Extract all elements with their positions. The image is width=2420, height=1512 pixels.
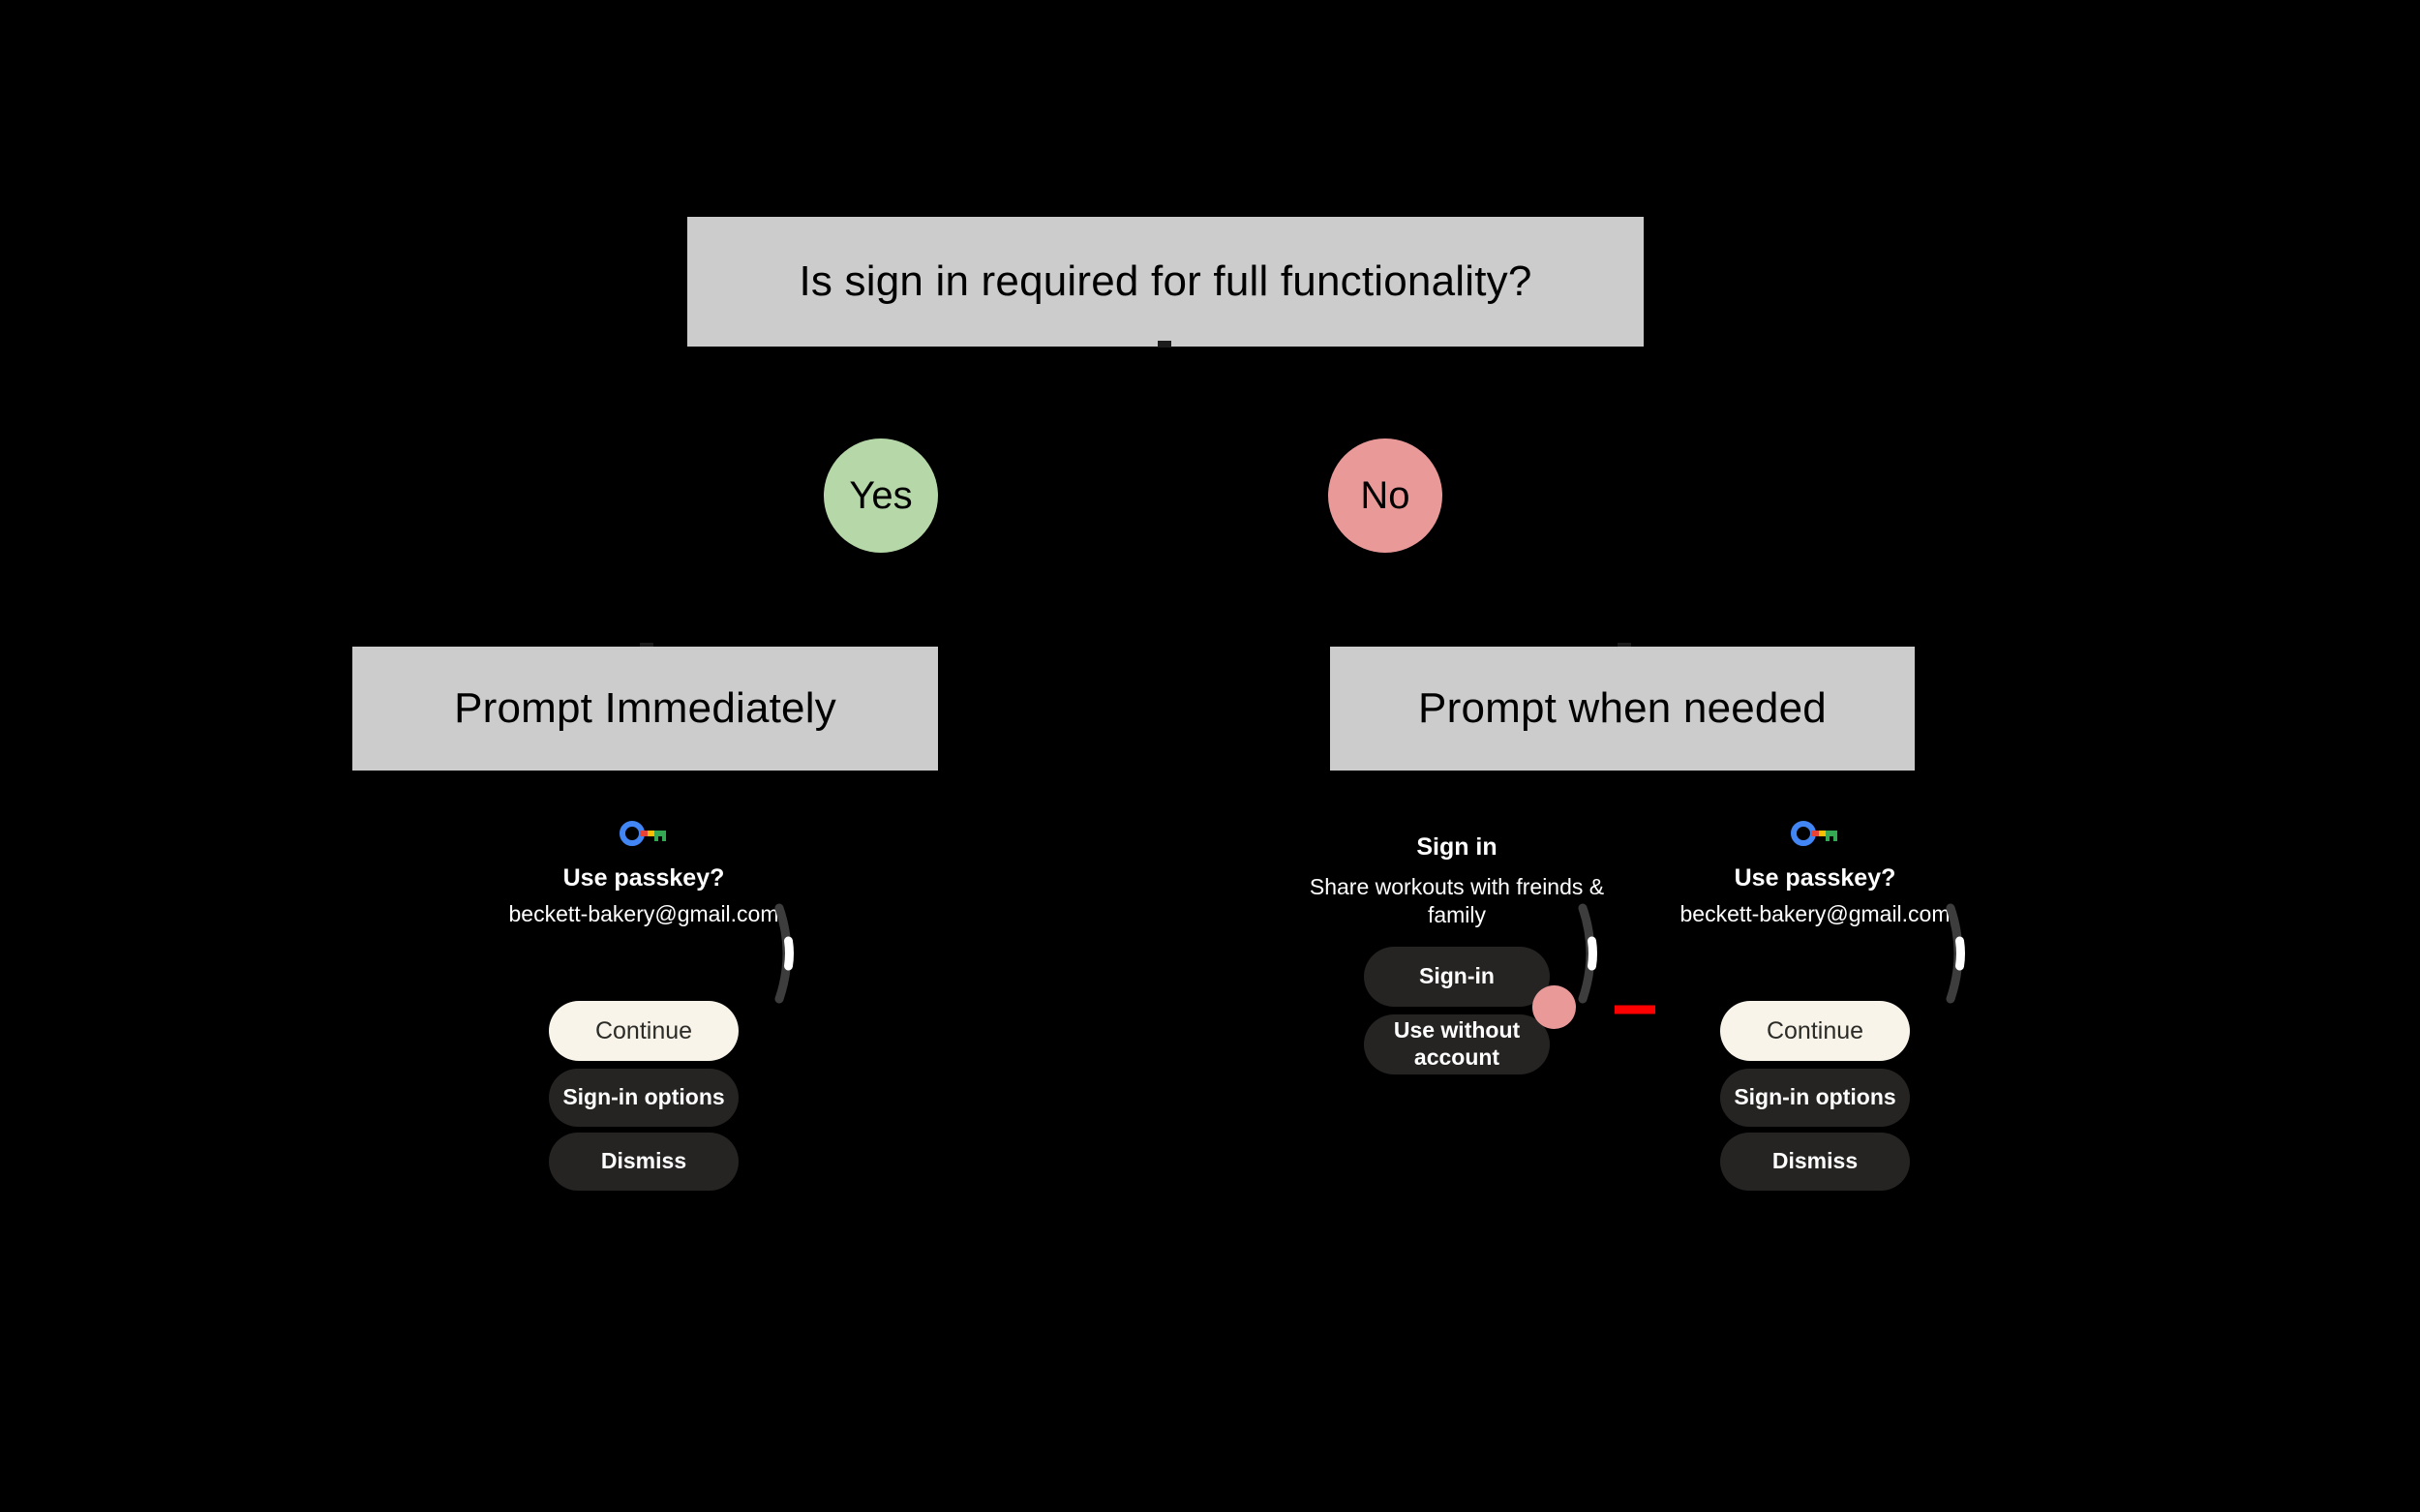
- connector-stub-left: [640, 643, 653, 650]
- outcome-box-prompt-when-needed: Prompt when needed: [1330, 647, 1915, 771]
- sign-in-options-button[interactable]: Sign-in options: [549, 1069, 739, 1127]
- screen-title: Use passkey?: [1734, 864, 1896, 892]
- branch-label-no: No: [1328, 438, 1442, 553]
- google-passkey-icon: [1791, 821, 1839, 846]
- screen-title: Sign in: [1416, 833, 1497, 861]
- screen-passkey-prompt-left: Use passkey? beckett-bakery@gmail.com Co…: [484, 811, 803, 1295]
- scroll-indicator-icon[interactable]: [770, 900, 808, 1007]
- screen-subtitle: Share workouts with freinds & family: [1309, 874, 1605, 927]
- scroll-indicator-icon[interactable]: [1573, 900, 1612, 1007]
- connector-stub-question: [1158, 341, 1171, 348]
- sign-in-button[interactable]: Sign-in: [1364, 947, 1550, 1007]
- continue-button[interactable]: Continue: [549, 1001, 739, 1061]
- google-passkey-icon: [620, 821, 668, 846]
- use-without-account-button[interactable]: Use without account: [1364, 1014, 1550, 1074]
- scroll-indicator-icon[interactable]: [1941, 900, 1980, 1007]
- decision-box-question: Is sign in required for full functionali…: [687, 217, 1644, 347]
- outcome-box-prompt-immediately: Prompt Immediately: [352, 647, 938, 771]
- screen-passkey-prompt-right: Use passkey? beckett-bakery@gmail.com Co…: [1655, 811, 1975, 1295]
- account-email: beckett-bakery@gmail.com: [1679, 901, 1951, 926]
- screen-sign-in-upsell: Sign in Share workouts with freinds & fa…: [1307, 811, 1607, 1295]
- connector-stub-right: [1618, 643, 1631, 650]
- dismiss-button[interactable]: Dismiss: [1720, 1133, 1910, 1191]
- continue-button[interactable]: Continue: [1720, 1001, 1910, 1061]
- dismiss-button[interactable]: Dismiss: [549, 1133, 739, 1191]
- branch-label-yes: Yes: [824, 438, 938, 553]
- account-email: beckett-bakery@gmail.com: [508, 901, 779, 926]
- accent-dot-icon: [1532, 985, 1576, 1029]
- screen-title: Use passkey?: [562, 864, 725, 892]
- sign-in-options-button[interactable]: Sign-in options: [1720, 1069, 1910, 1127]
